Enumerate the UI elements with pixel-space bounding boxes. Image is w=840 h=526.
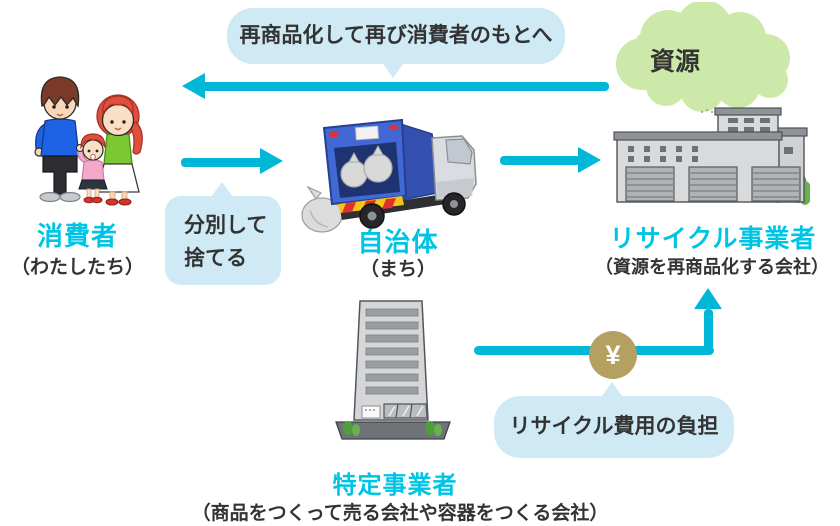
speech-bubble-remanufacture: 再商品化して再び消費者のもとへ bbox=[227, 8, 565, 64]
resources-cloud-icon bbox=[616, 2, 790, 112]
municipality-title: 自治体 bbox=[357, 227, 439, 257]
building-base bbox=[335, 421, 451, 440]
recycler-title: リサイクル事業者 bbox=[609, 225, 817, 253]
child-figure bbox=[76, 133, 108, 204]
arrow-municipality-to-recycler-head-icon bbox=[578, 147, 601, 173]
factory-building bbox=[613, 107, 808, 203]
speech-bubble-fee: リサイクル費用の負担 bbox=[494, 396, 734, 458]
recycler-subtitle: （資源を再商品化する会社） bbox=[595, 257, 829, 277]
consumer-subtitle: （わたしたち） bbox=[10, 257, 144, 278]
arrow-consumer-to-municipality-head-icon bbox=[260, 148, 283, 174]
arrow-consumer-to-municipality-line bbox=[181, 158, 263, 167]
yen-icon: ¥ bbox=[589, 331, 637, 379]
arrow-recycler-to-consumer-head-icon bbox=[182, 73, 205, 99]
speech-bubble-sort-tail bbox=[211, 182, 233, 197]
speech-bubble-sort-line2: 捨てる bbox=[184, 246, 247, 270]
speech-bubble-sort: 分別して 捨てる bbox=[165, 196, 281, 285]
speech-bubble-remanufacture-text: 再商品化して再び消費者のもとへ bbox=[239, 24, 553, 47]
speech-bubble-fee-text: リサイクル費用の負担 bbox=[509, 415, 719, 438]
resources-cloud-label: 資源 bbox=[649, 48, 700, 76]
municipality-subtitle: （まち） bbox=[359, 259, 436, 280]
producer-title: 特定事業者 bbox=[332, 472, 458, 499]
mother-figure bbox=[96, 94, 143, 206]
garbage-truck-illustration bbox=[301, 118, 477, 233]
office-building-illustration bbox=[335, 300, 451, 440]
shrub-icon bbox=[352, 424, 360, 436]
speech-bubble-remanufacture-tail bbox=[381, 61, 405, 78]
father-figure bbox=[34, 76, 81, 203]
speech-bubble-fee-tail bbox=[601, 382, 623, 397]
garbage-truck-cab bbox=[431, 135, 477, 201]
arrow-municipality-to-recycler-line bbox=[500, 156, 580, 165]
producer-subtitle: （商品をつくって売る会社や容器をつくる会社） bbox=[191, 503, 609, 524]
arrow-recycler-to-consumer-line bbox=[201, 82, 609, 91]
shrub-icon bbox=[425, 421, 435, 435]
garbage-truck-wheels bbox=[359, 192, 466, 229]
trash-bag-ground-icon bbox=[301, 185, 343, 233]
recycle-factory-illustration bbox=[613, 107, 810, 205]
shrub-icon bbox=[434, 424, 442, 436]
factory-garage-doors bbox=[625, 166, 801, 202]
family-illustration bbox=[34, 76, 143, 206]
garbage-truck-body bbox=[322, 118, 446, 220]
speech-bubble-sort-line1: 分別して bbox=[184, 214, 268, 237]
building-tower bbox=[353, 300, 429, 421]
shrub-icon bbox=[343, 421, 353, 435]
fee-path-vertical-line bbox=[704, 309, 713, 351]
yen-symbol: ¥ bbox=[605, 340, 621, 370]
fee-path-arrowhead-icon bbox=[694, 288, 722, 309]
consumer-title: 消費者 bbox=[36, 221, 118, 251]
